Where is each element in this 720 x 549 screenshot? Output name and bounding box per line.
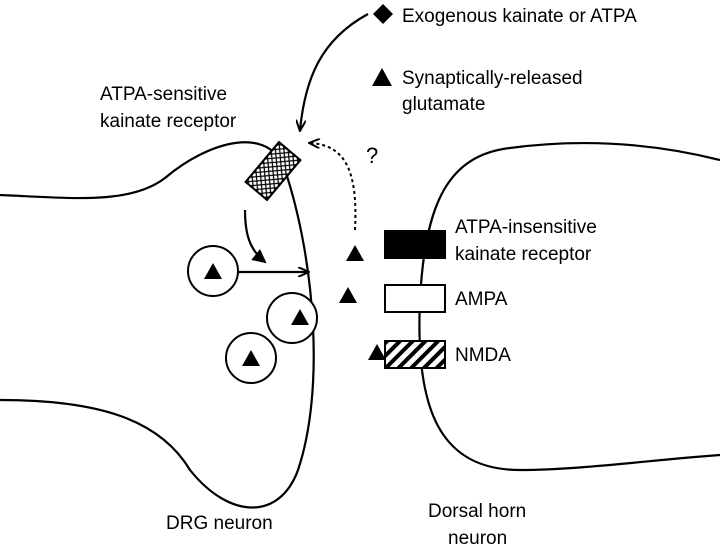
atpa-insensitive-label-line2: kainate receptor [455, 244, 592, 265]
nmda-receptor [384, 340, 446, 369]
cleft-glutamate-3 [368, 344, 386, 360]
cleft-glutamate-1 [346, 245, 364, 261]
glutamate-triangle-v3 [242, 350, 260, 366]
receptor-to-vesicle-arrow [243, 209, 267, 264]
triangle-icon [372, 68, 392, 86]
vesicle-2 [266, 292, 318, 344]
atpa-sensitive-label-line1: ATPA-sensitive [100, 84, 227, 105]
legend-synaptic-label-line2: glutamate [402, 94, 485, 115]
atpa-sensitive-label-line2: kainate receptor [100, 111, 237, 132]
atpa-insensitive-label-line1: ATPA-insensitive [455, 217, 597, 238]
exogenous-agonist-arrow [300, 13, 369, 130]
atpa-insensitive-receptor [384, 230, 446, 259]
ampa-label: AMPA [455, 289, 508, 310]
diamond-icon [373, 4, 393, 24]
question-mark: ? [366, 143, 378, 168]
legend-synaptic-label-line1: Synaptically-released [402, 68, 583, 89]
dotted-feedback-arrow [310, 143, 357, 231]
dorsal-horn-label-line2: neuron [448, 528, 507, 549]
drg-neuron-label: DRG neuron [166, 513, 273, 534]
nmda-label: NMDA [455, 345, 511, 366]
cleft-glutamate-2 [339, 287, 357, 303]
atpa-sensitive-receptor [244, 140, 302, 202]
glutamate-triangle-v2 [291, 309, 309, 325]
ampa-receptor [384, 284, 446, 313]
glutamate-triangle-v1 [204, 263, 222, 279]
dorsal-horn-label-line1: Dorsal horn [428, 501, 526, 522]
legend-exogenous-label: Exogenous kainate or ATPA [402, 6, 637, 27]
